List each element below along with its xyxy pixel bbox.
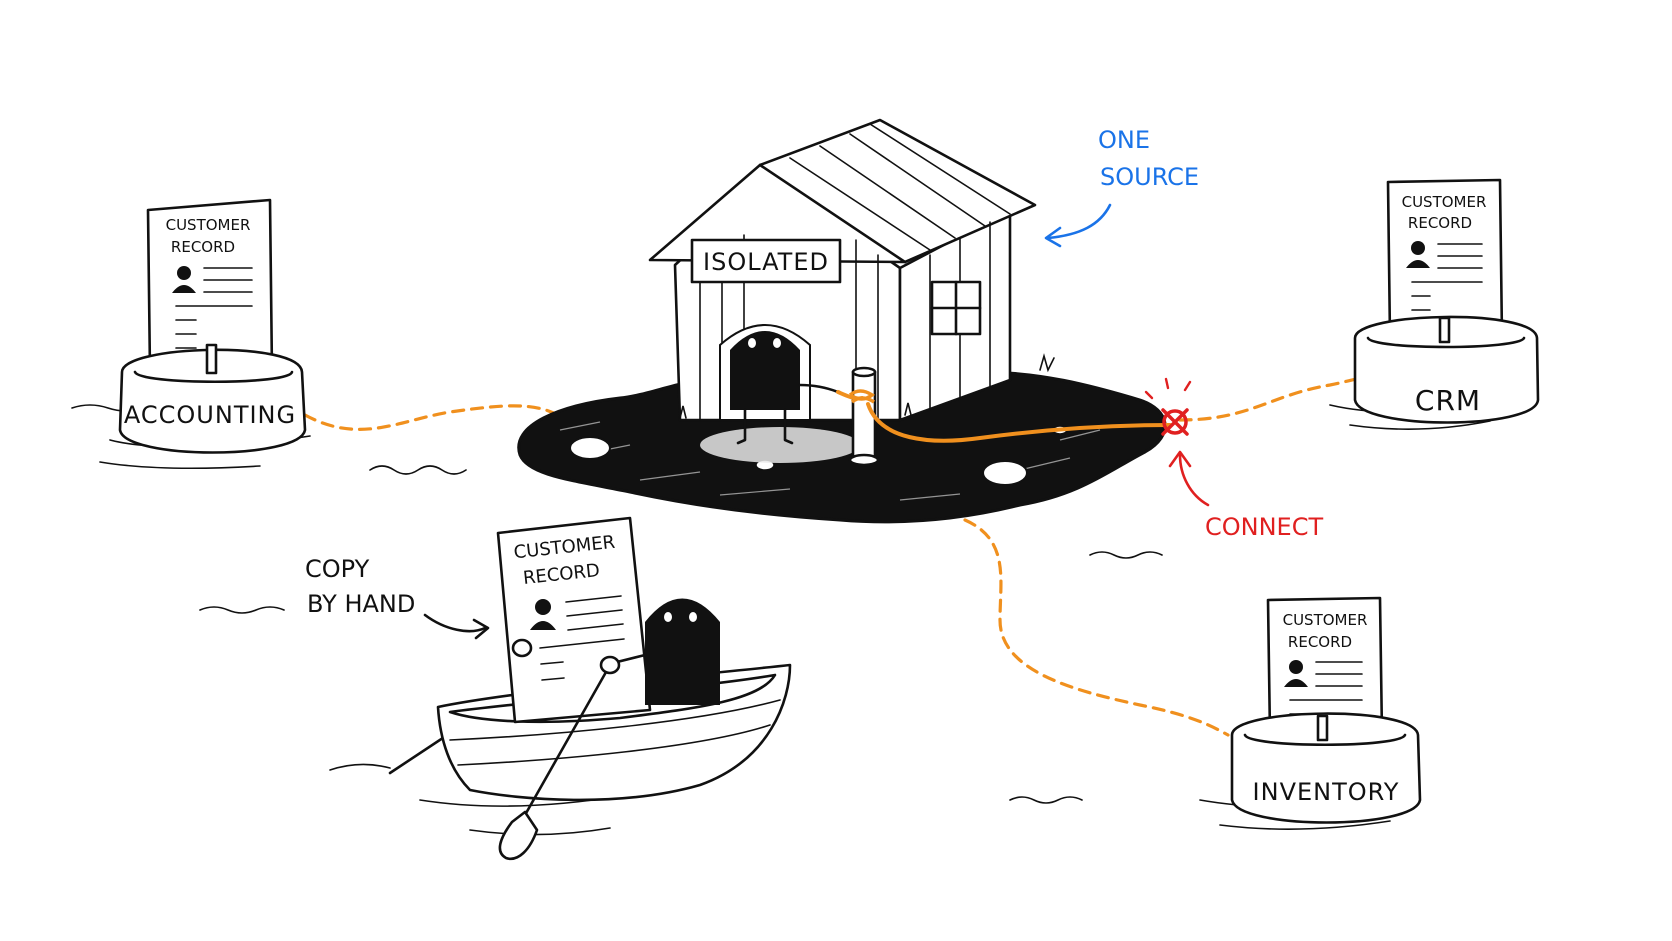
doc-title-line1: CUSTOMER [1402,193,1487,211]
blob-character-house [730,331,840,445]
customer-record-doc: CUSTOMER RECORD [146,198,274,374]
doc-title-line1: CUSTOMER [1283,611,1368,629]
buoy-accounting-label: ACCOUNTING [124,401,296,429]
isolated-sign: ISOLATED [690,238,842,284]
annotation-one-source: ONE SOURCE [1044,126,1199,248]
isolated-house: ISOLATED [648,118,1055,445]
annotation-connect: CONNECT [1168,450,1323,541]
rock-right [982,460,1028,486]
customer-record-doc: CUSTOMER RECORD [1266,596,1384,737]
rowboat-scene: CUSTOMER RECORD [388,516,792,861]
customer-record-doc-boat: CUSTOMER RECORD [496,516,652,724]
buoy-inventory-label: INVENTORY [1253,778,1400,806]
link-accounting-island [303,404,567,431]
doc-title-line1: CUSTOMER [166,216,251,234]
connect-label: CONNECT [1205,513,1323,541]
house-window [930,280,982,336]
copy-line1: COPY [305,555,370,583]
doc-title-line2: RECORD [171,238,235,256]
person-icon [172,266,196,293]
customer-record-doc: CUSTOMER RECORD [1386,178,1504,340]
person-icon [1406,241,1430,268]
rope [836,389,1172,443]
blob-character-boat [603,598,720,705]
connect-knot [1144,377,1192,436]
person-icon [530,599,556,630]
link-island-inventory [963,518,1230,737]
person-icon [1284,660,1308,687]
buoy-crm-label: CRM [1415,384,1481,417]
doc-title-line2: RECORD [1288,633,1352,651]
buoy-inventory: CUSTOMER RECORD INVENTORY [1230,596,1422,824]
link-island-crm [1178,375,1380,422]
one-source-line2: SOURCE [1100,163,1199,191]
buoy-accounting: CUSTOMER RECORD ACCOUNTING [118,198,307,454]
copy-line2: BY HAND [307,590,415,618]
buoy-crm: CUSTOMER RECORD CRM [1353,178,1540,424]
rock-left [569,436,611,460]
annotation-copy-by-hand: COPY BY HAND [305,555,490,640]
isolated-sign-text: ISOLATED [703,248,829,276]
doc-title-line2: RECORD [1408,214,1472,232]
data-links [303,375,1380,737]
one-source-line1: ONE [1098,126,1150,154]
